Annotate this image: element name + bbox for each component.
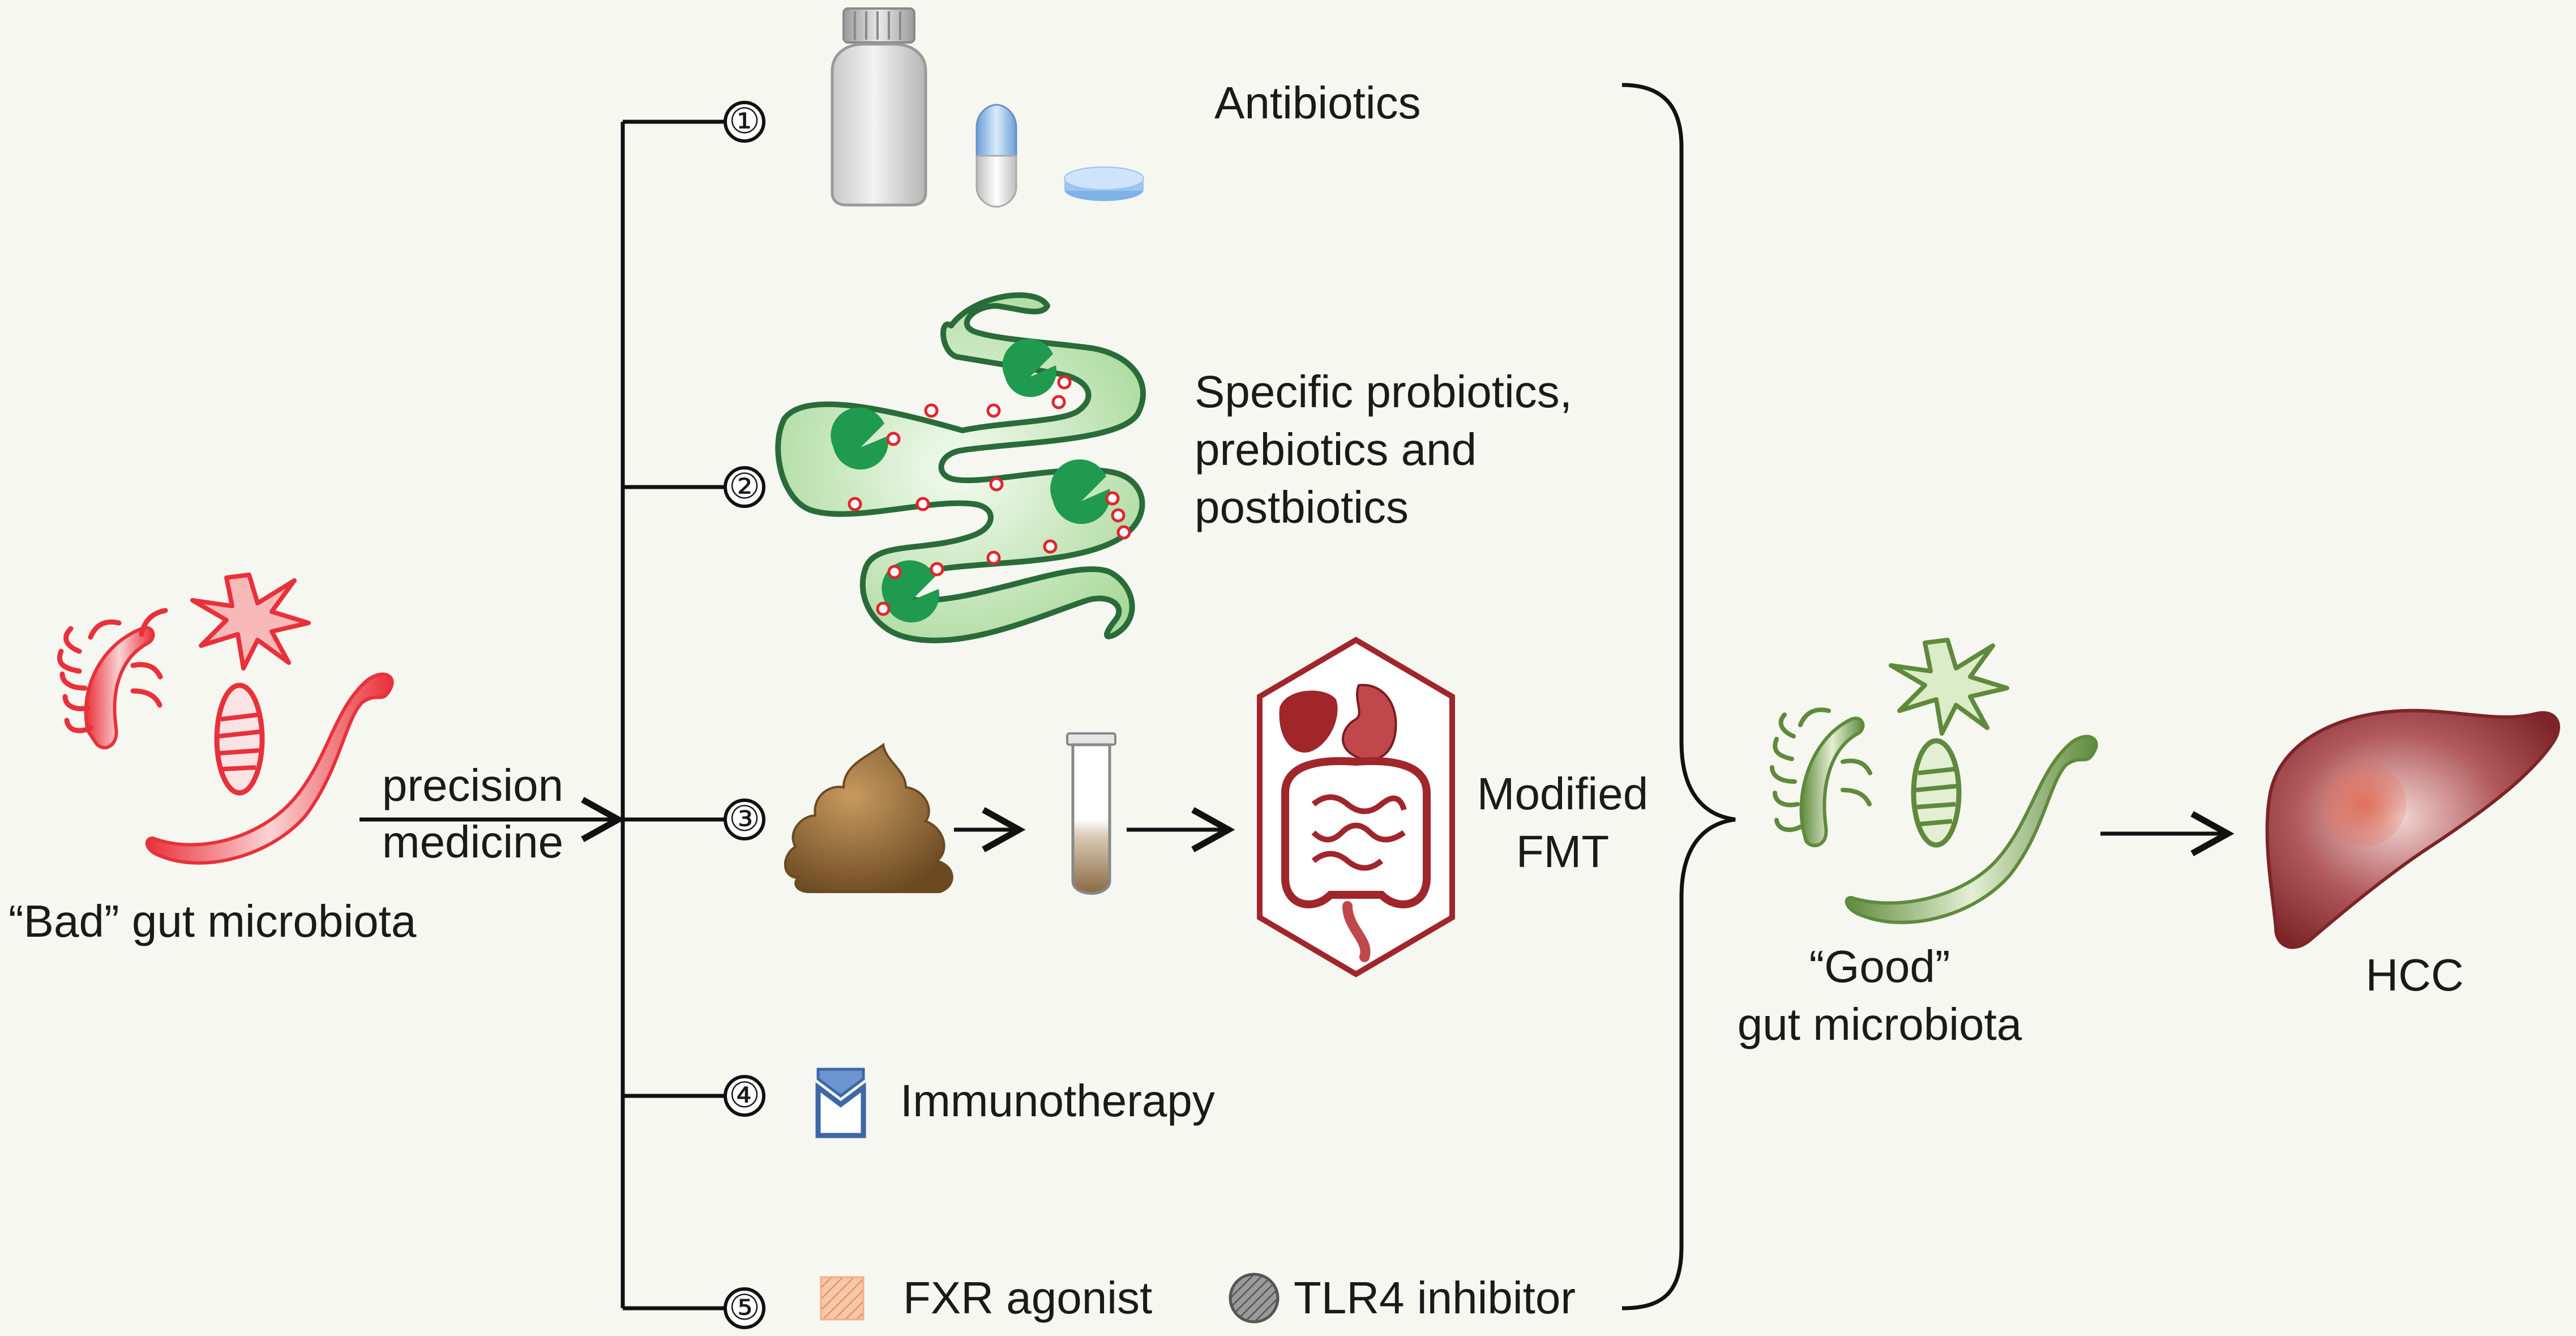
good-microbiota-label-line1: “Good” [1809, 941, 1950, 992]
precision-label: precision [382, 760, 564, 810]
digestive-system-icon [1257, 637, 1455, 978]
antibody-icon [815, 1068, 866, 1138]
pill-bottle-icon [831, 7, 927, 207]
fmt-label-line1: Modified [1477, 769, 1649, 819]
stool-icon [784, 742, 953, 893]
burst-icon [190, 573, 311, 671]
immunotherapy-label: Immunotherapy [900, 1075, 1215, 1126]
tlr4-circle-icon [1229, 1273, 1280, 1324]
step-number-5: ⑤ [729, 1288, 760, 1328]
probiotics-label-line1: Specific probiotics, [1195, 366, 1572, 417]
step-number-4: ④ [729, 1076, 760, 1115]
test-tube-icon [1066, 732, 1116, 895]
bacteria-bad-icon [57, 608, 394, 865]
fxr-agonist-label: FXR agonist [903, 1273, 1153, 1323]
step-circles [724, 101, 765, 1329]
step-number-3: ③ [729, 800, 760, 839]
fxr-square-icon [820, 1276, 865, 1321]
probiotics-label-line2: prebiotics and [1195, 424, 1477, 475]
step-number-1: ① [729, 102, 760, 141]
gut-probiotics-icon [775, 292, 1146, 643]
burst-icon-good [1889, 638, 2009, 736]
step-number-2: ② [729, 467, 760, 506]
probiotics-label-line3: postbiotics [1195, 482, 1409, 532]
hcc-label: HCC [2365, 950, 2464, 1000]
curly-brace [1621, 83, 1736, 1311]
liver-icon [2265, 708, 2560, 949]
tablet-icon [1064, 167, 1144, 201]
good-microbiota-label-line2: gut microbiota [1737, 999, 2022, 1049]
bad-microbiota-label: “Bad” gut microbiota [8, 896, 417, 946]
tlr4-inhibitor-label: TLR4 inhibitor [1294, 1273, 1576, 1323]
capsule-icon [975, 104, 1017, 208]
medicine-label: medicine [382, 817, 564, 867]
antibiotics-label: Antibiotics [1214, 78, 1421, 128]
fmt-label-line2: FMT [1516, 826, 1610, 877]
branch-lines [621, 119, 725, 1311]
bacteria-good-icon [1770, 707, 2098, 924]
